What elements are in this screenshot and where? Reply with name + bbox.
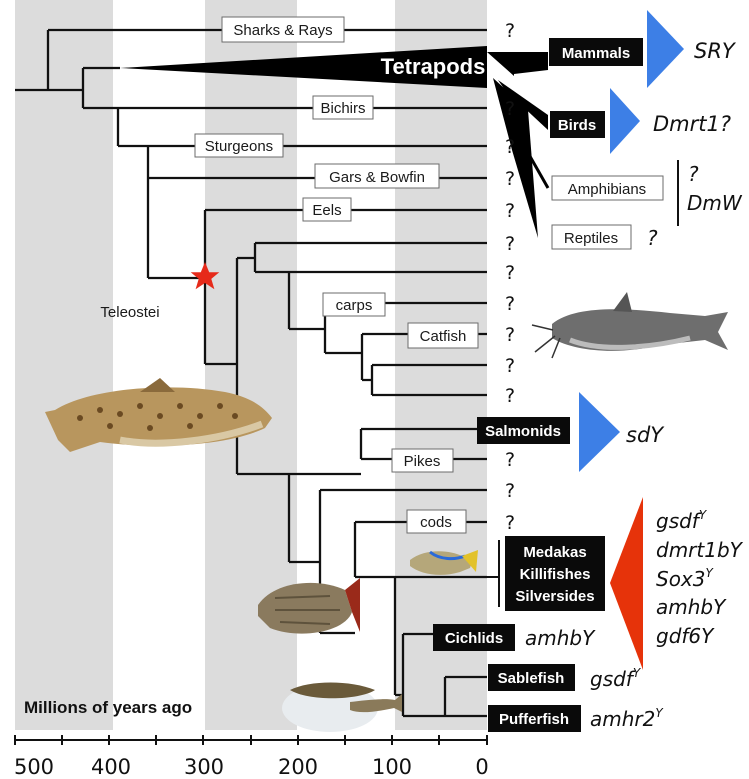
label-silversides-text: Silversides [515,588,594,605]
tick-500: 500 [14,755,54,779]
gene-salmonids: sdY [626,423,665,447]
unknown-mark-bichirs: ? [505,98,515,120]
unknown-mark-sharks: ? [505,20,515,42]
label-sablefish-text: Sablefish [498,670,565,687]
label-gars-bowfin-text: Gars & Bowfin [329,169,425,186]
label-pufferfish-text: Pufferfish [499,711,569,728]
tick-300: 300 [184,755,224,779]
gene-medaka-5: gdf6Y [656,624,715,648]
label-salmonids-text: Salmonids [485,423,561,440]
gene-medaka-2: dmrt1bY [656,538,744,562]
tick-200: 200 [278,755,318,779]
unknown-mark-catfish: ? [505,324,515,346]
unknown-mark-eels: ? [505,200,515,222]
label-pikes-text: Pikes [404,453,441,470]
label-birds-text: Birds [558,117,596,134]
unknown-mark-cods: ? [505,512,515,534]
label-cods-text: cods [420,514,452,531]
label-teleostei: Teleostei [100,304,159,321]
label-reptiles-text: Reptiles [564,230,618,247]
label-medakas-text: Medakas [523,544,586,561]
gene-reptiles: ? [647,226,658,250]
label-cichlids-text: Cichlids [445,630,503,647]
band-500-400 [15,0,113,730]
tick-100: 100 [372,755,412,779]
unknown-mark-sturgeons: ? [505,136,515,158]
bird-marker [610,88,640,154]
gene-mammals: SRY [694,39,737,63]
catfish-illustration [532,292,728,358]
mammal-branch [487,52,548,76]
gene-medaka-3: Sox3Y [656,566,715,591]
unknown-mark-row7: ? [505,262,515,284]
unknown-mark-pikes: ? [505,449,515,471]
medaka-marker [610,497,643,670]
label-amphibians-text: Amphibians [568,181,646,198]
tick-400: 400 [91,755,131,779]
pufferfish-illustration [282,683,402,733]
salmonid-marker [579,392,620,472]
unknown-mark-row14: ? [505,480,515,502]
unknown-mark-gars: ? [505,168,515,190]
label-catfish-text: Catfish [420,328,467,345]
gene-amphibians-q: ? [688,162,699,186]
label-carps-text: carps [336,297,373,314]
unknown-mark-carps: ? [505,293,515,315]
axis-title: Millions of years ago [24,698,192,717]
label-eels-text: Eels [312,202,341,219]
unknown-mark-row6: ? [505,233,515,255]
tick-0: 0 [475,755,488,779]
label-bichirs-text: Bichirs [320,100,365,117]
gene-cichlids: amhbY [525,626,596,650]
gene-medaka-1: gsdfY [656,508,708,533]
unknown-mark-row11: ? [505,385,515,407]
label-killifishes-text: Killifishes [520,566,591,583]
label-sharks-rays-text: Sharks & Rays [233,22,332,39]
gene-amphibians: DmW [687,191,743,215]
gene-pufferfish: amhr2Y [590,706,664,731]
unknown-mark-row10: ? [505,355,515,377]
unknown-marks: ? ? ? ? ? ? ? ? ? ? ? ? ? ? [505,20,515,534]
label-mammals-text: Mammals [562,45,630,62]
gene-sablefish: gsdfY [590,666,642,691]
label-tetrapods: Tetrapods [381,54,486,79]
label-sturgeons-text: Sturgeons [205,138,273,155]
gene-birds: Dmrt1? [653,112,731,136]
gene-medaka-4: amhbY [656,595,727,619]
mammal-marker [647,10,684,88]
